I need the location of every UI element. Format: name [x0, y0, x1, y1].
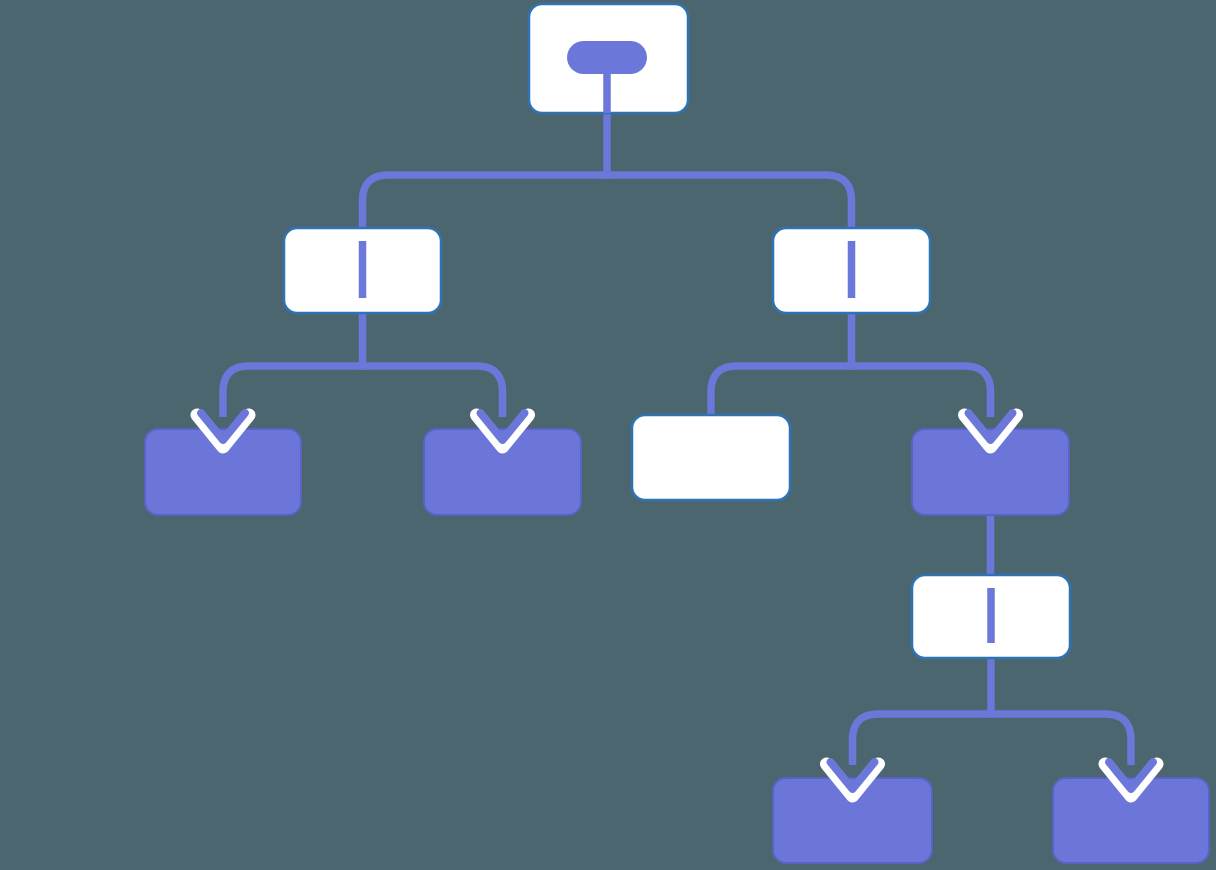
node-leaf-left-2[interactable]: [423, 428, 582, 516]
connector-branch-right-to-children: [707, 310, 995, 419]
chevron-arrowhead-icon: [476, 409, 529, 444]
chevron-outline-icon: [820, 757, 885, 803]
node-root[interactable]: [527, 2, 690, 115]
node-branch-left[interactable]: [282, 226, 443, 315]
nodes-layer: [144, 2, 1210, 864]
node-branch-right[interactable]: [771, 226, 932, 315]
collapse-arrow-icon: [190, 408, 256, 454]
connector-root-to-branches: [358, 106, 856, 232]
chevron-outline-icon: [470, 408, 535, 454]
node-divider-line: [847, 241, 856, 298]
collapse-arrow-icon: [820, 757, 885, 803]
collapse-arrow-icon: [470, 408, 535, 454]
connector-fork: [848, 710, 1135, 765]
chevron-outline-icon: [958, 408, 1023, 454]
node-divider-line: [358, 241, 367, 298]
connector-fork: [219, 362, 507, 417]
edges-layer: [219, 106, 1135, 765]
node-leaf-bottom-2[interactable]: [1052, 777, 1210, 864]
node-body[interactable]: [630, 413, 792, 502]
chevron-arrowhead-icon: [197, 409, 249, 444]
connector-branch-left-to-leaves: [219, 310, 507, 417]
chevron-outline-icon: [190, 408, 256, 454]
connector-fork: [707, 362, 995, 419]
root-pill-stem: [603, 70, 611, 113]
node-body[interactable]: [772, 777, 933, 864]
node-body[interactable]: [911, 428, 1070, 516]
chevron-arrowhead-icon: [1105, 758, 1157, 793]
node-leaf-left-1[interactable]: [144, 428, 302, 516]
node-leaf-bottom-1[interactable]: [772, 777, 933, 864]
chevron-arrowhead-icon: [826, 758, 879, 793]
collapse-arrow-icon: [958, 408, 1023, 454]
node-body[interactable]: [423, 428, 582, 516]
chevron-outline-icon: [1098, 757, 1164, 803]
node-leaf-right[interactable]: [911, 428, 1070, 516]
collapse-arrow-icon: [1098, 757, 1164, 803]
arrows-layer: [190, 408, 1164, 803]
node-body[interactable]: [1052, 777, 1210, 864]
connector-branch-to-bottom-leaves: [848, 655, 1135, 765]
chevron-arrowhead-icon: [964, 409, 1017, 444]
node-branch-right-2[interactable]: [910, 573, 1072, 660]
node-divider-line: [987, 588, 995, 643]
connector-fork: [358, 171, 856, 232]
root-pill-icon: [567, 41, 647, 74]
node-body[interactable]: [144, 428, 302, 516]
node-child-plain[interactable]: [630, 413, 792, 502]
